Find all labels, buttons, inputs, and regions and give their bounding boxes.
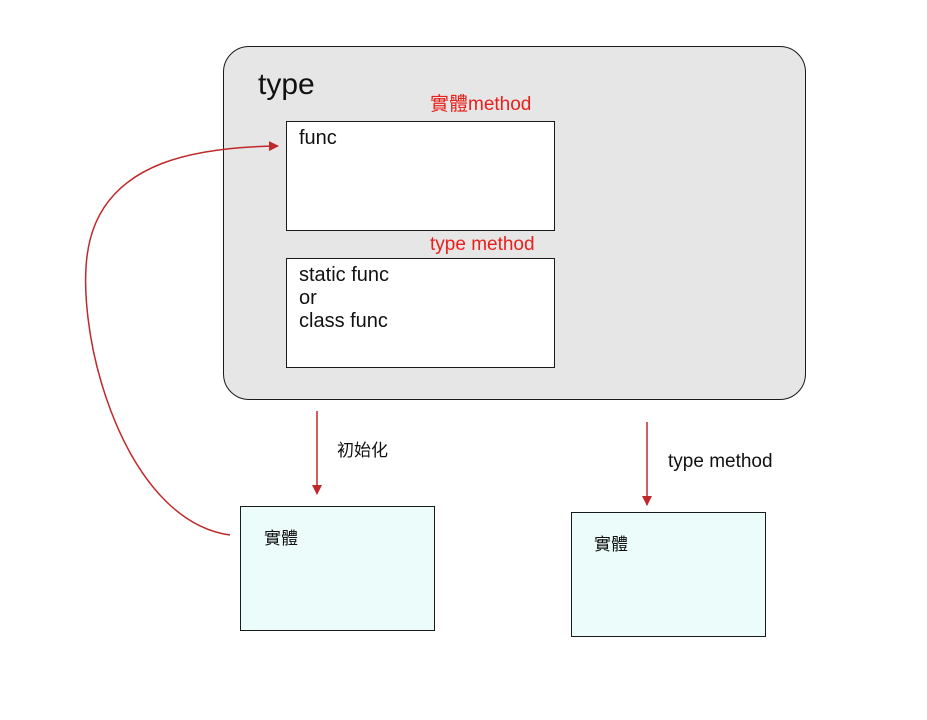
init-edge-label: 初始化 xyxy=(337,441,388,460)
instance-box-left xyxy=(240,506,435,631)
type-method-section-label: type method xyxy=(430,234,535,255)
class-func-text: class func xyxy=(299,310,388,332)
static-func-box xyxy=(286,258,555,368)
instance-method-label: 實體method xyxy=(430,94,532,115)
func-box xyxy=(286,121,555,231)
instance-to-func-curve xyxy=(84,141,279,536)
static-func-text: static func xyxy=(299,264,390,286)
type-title: type xyxy=(258,68,315,101)
func-text: func xyxy=(299,127,337,149)
or-text: or xyxy=(299,287,317,309)
instance-label-right: 實體 xyxy=(594,535,628,554)
instance-box-right xyxy=(571,512,766,637)
type-method-edge-label: type method xyxy=(668,451,773,472)
instance-label-left: 實體 xyxy=(264,529,298,548)
